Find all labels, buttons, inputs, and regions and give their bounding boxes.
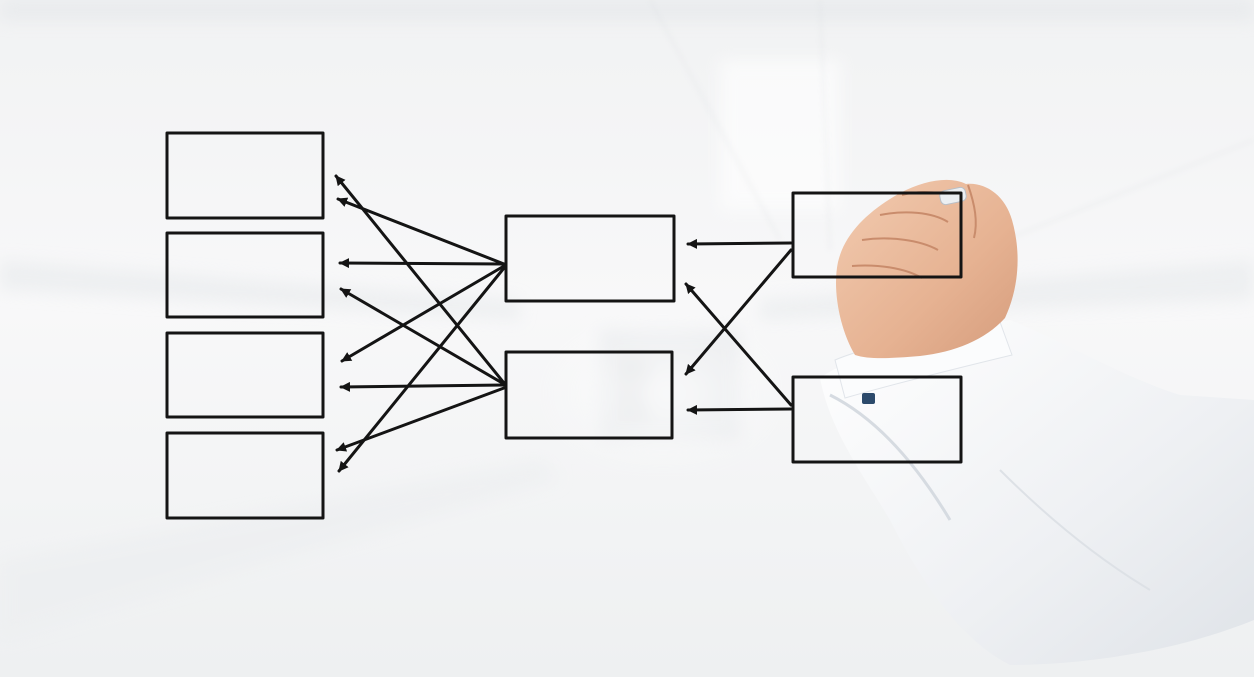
arrow-mt-l4 — [337, 266, 506, 473]
cufflink-icon — [862, 393, 875, 404]
flowchart — [165, 131, 676, 520]
arrow-rt-mb — [684, 248, 793, 376]
arrow-mt-l2 — [338, 258, 506, 269]
arrow-mb-l4 — [335, 386, 506, 452]
arrow-rb-mt — [684, 282, 793, 407]
arrow-mb-l1 — [334, 174, 506, 385]
box-left-3 — [165, 331, 325, 419]
box-left-1 — [165, 131, 325, 220]
arrows-to-middle — [684, 238, 793, 415]
arrow-mt-l1 — [336, 197, 506, 266]
flowchart-right — [791, 191, 963, 464]
arrow-rt-mt — [686, 238, 793, 249]
arrow-mb-l2 — [339, 287, 506, 386]
arrow-rb-mb — [686, 404, 793, 415]
box-middle-top — [504, 214, 676, 303]
arrow-mb-l3 — [339, 381, 506, 392]
box-left-4 — [165, 431, 325, 520]
box-right-bottom — [791, 375, 963, 464]
box-left-2 — [165, 231, 325, 319]
box-right-top — [791, 191, 963, 279]
arrow-mt-l3 — [340, 264, 506, 363]
arrows-to-left — [334, 174, 506, 473]
box-middle-bottom — [504, 350, 674, 440]
